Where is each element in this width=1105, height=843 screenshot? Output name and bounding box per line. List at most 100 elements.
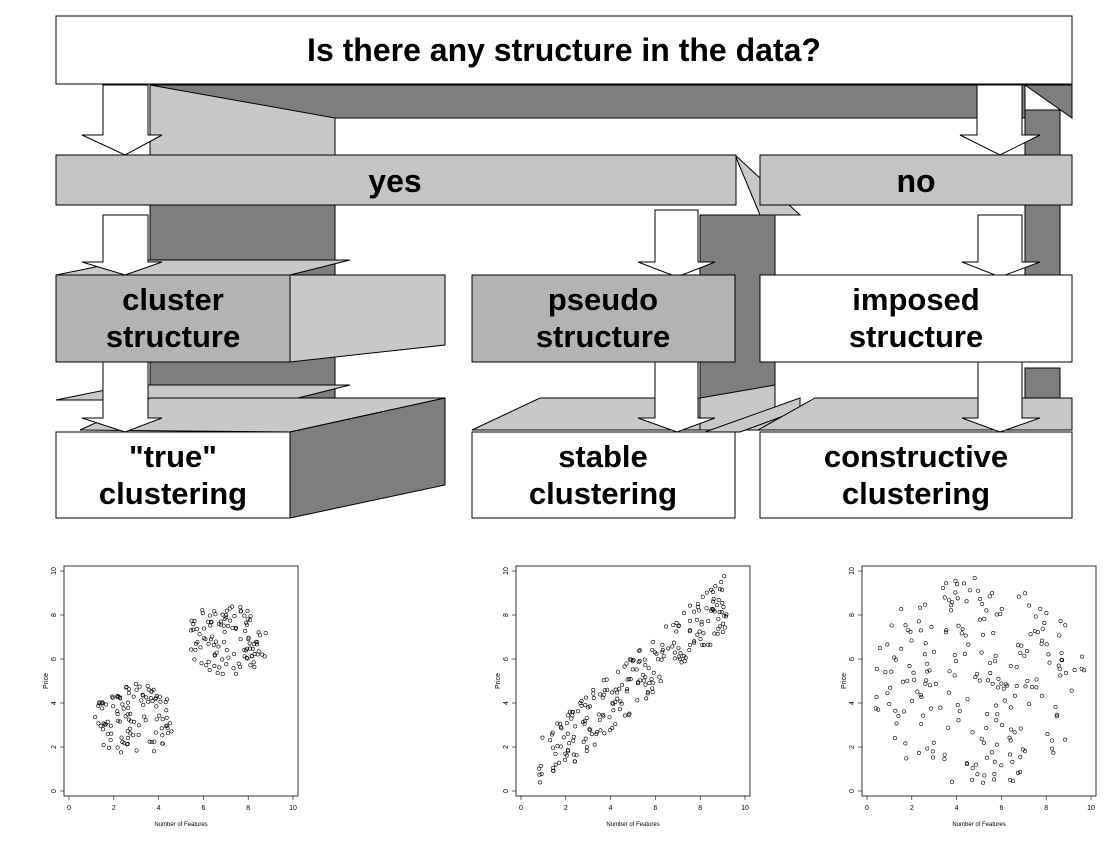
x-tick-label: 4: [157, 805, 161, 812]
data-point: [1057, 633, 1062, 638]
x-tick-label: 10: [289, 805, 297, 812]
data-point: [610, 690, 615, 695]
data-point: [687, 648, 692, 653]
data-point: [874, 666, 879, 671]
data-point: [582, 718, 587, 723]
data-point: [115, 712, 120, 717]
data-point: [672, 650, 677, 655]
data-point: [230, 604, 235, 609]
data-point: [695, 601, 700, 606]
data-point: [660, 648, 665, 653]
data-point: [249, 654, 254, 659]
data-point: [955, 582, 960, 587]
data-point: [923, 681, 928, 686]
data-point: [903, 741, 908, 746]
data-point: [959, 631, 964, 636]
data-point: [625, 687, 630, 692]
data-point: [538, 780, 543, 785]
data-point: [132, 719, 137, 724]
data-point: [101, 727, 106, 732]
data-point: [123, 714, 128, 719]
data-point: [1019, 643, 1024, 648]
data-point: [566, 713, 571, 718]
data-point: [1063, 737, 1068, 742]
question-text: Is there any structure in the data?: [307, 32, 821, 68]
data-point: [709, 608, 714, 613]
data-point: [250, 646, 255, 651]
data-point: [567, 741, 572, 746]
data-point: [706, 642, 711, 647]
data-point: [1023, 684, 1028, 689]
data-point: [201, 636, 206, 641]
data-point: [650, 647, 655, 652]
data-point: [583, 736, 588, 741]
data-point: [248, 613, 253, 618]
data-point: [146, 699, 151, 704]
data-point: [887, 702, 892, 707]
data-point: [641, 678, 646, 683]
data-point: [115, 718, 120, 723]
data-point: [212, 664, 217, 669]
data-point: [628, 657, 633, 662]
data-point: [252, 665, 257, 670]
data-point: [965, 697, 970, 702]
data-point: [575, 709, 580, 714]
data-point: [592, 742, 597, 747]
data-point: [596, 712, 601, 717]
data-point: [650, 680, 655, 685]
data-point: [564, 753, 569, 758]
data-point: [604, 677, 609, 682]
data-point: [591, 695, 596, 700]
data-point: [234, 671, 239, 676]
data-point: [984, 608, 989, 613]
data-point: [722, 613, 727, 618]
data-point: [165, 723, 170, 728]
data-point: [990, 591, 995, 596]
data-point: [151, 749, 156, 754]
data-point: [700, 594, 705, 599]
data-point: [539, 772, 544, 777]
data-point: [124, 684, 129, 689]
data-point: [1044, 642, 1049, 647]
data-point: [608, 728, 613, 733]
data-point: [536, 766, 541, 771]
data-point: [946, 690, 951, 695]
data-point: [993, 653, 998, 658]
data-point: [1034, 685, 1039, 690]
data-point: [206, 659, 211, 664]
data-point: [1080, 654, 1085, 659]
data-point: [210, 634, 215, 639]
data-point: [617, 707, 622, 712]
data-point: [101, 742, 106, 747]
data-point: [994, 703, 999, 708]
data-point: [977, 617, 982, 622]
data-point: [1027, 603, 1032, 608]
data-point: [627, 711, 632, 716]
data-point: [193, 647, 198, 652]
data-point: [1039, 641, 1044, 646]
data-point: [706, 619, 711, 624]
data-point: [1051, 750, 1056, 755]
data-point: [248, 663, 253, 668]
data-point: [905, 678, 910, 683]
data-point: [1030, 684, 1035, 689]
data-point: [901, 709, 906, 714]
data-point: [963, 633, 968, 638]
data-point: [111, 704, 116, 709]
data-point: [967, 588, 972, 593]
data-point: [1008, 738, 1013, 743]
data-point: [198, 645, 203, 650]
data-point: [674, 621, 679, 626]
data-point: [716, 616, 721, 621]
data-point: [245, 656, 250, 661]
data-point: [594, 730, 599, 735]
data-point: [949, 600, 954, 605]
arrow-down-icon: [637, 209, 716, 278]
data-point: [927, 668, 932, 673]
data-point: [551, 768, 556, 773]
data-point: [1012, 693, 1017, 698]
plot-frame: [515, 565, 751, 797]
data-point: [154, 704, 159, 709]
data-point: [244, 622, 249, 627]
